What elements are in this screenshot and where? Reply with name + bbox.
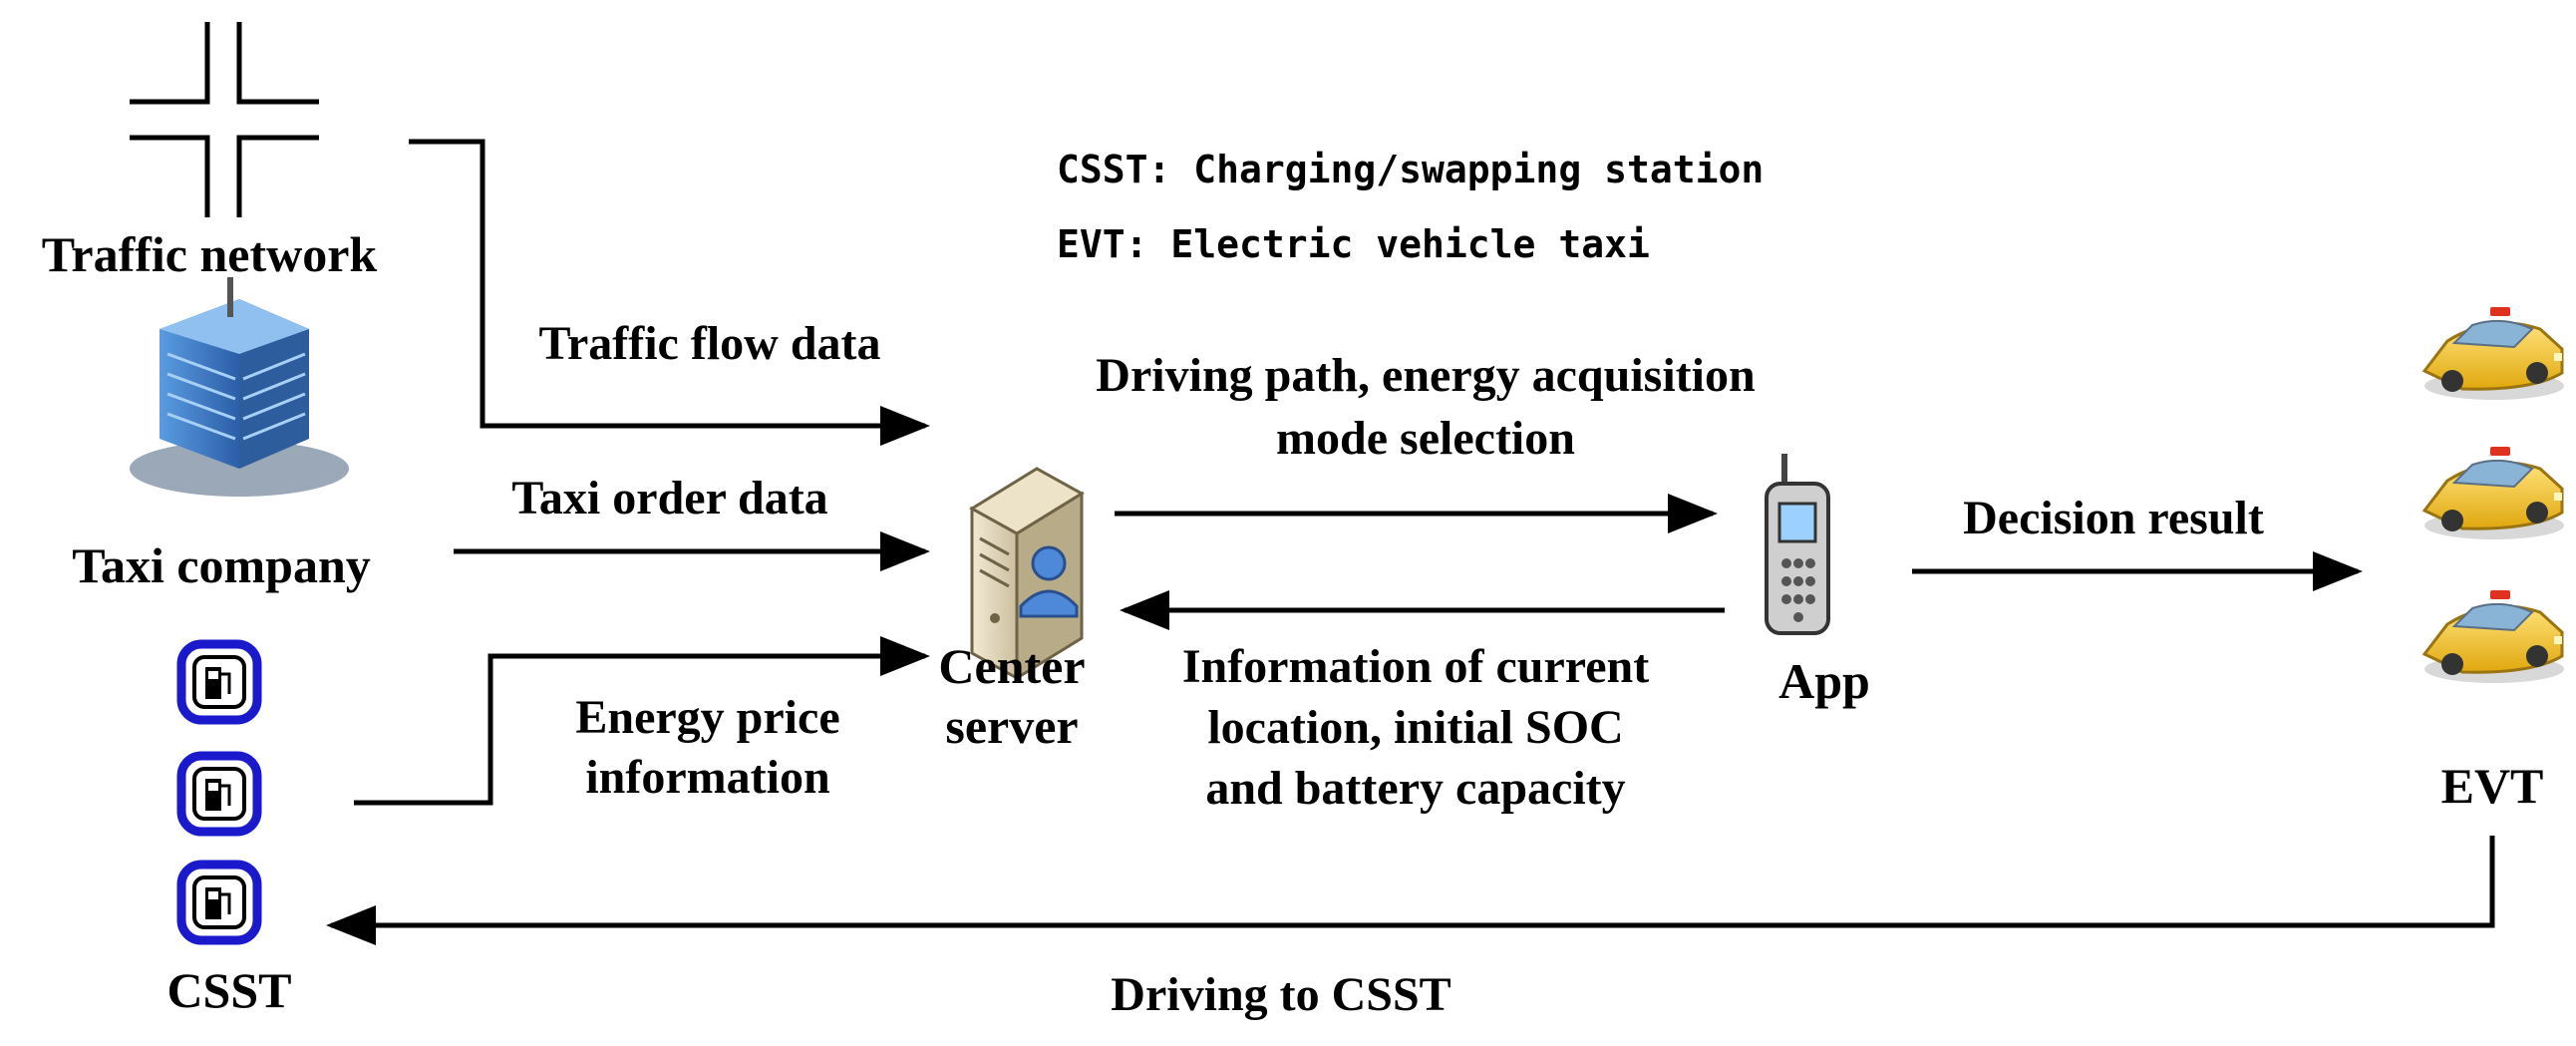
driving-path-label-2: mode selection: [1276, 412, 1575, 465]
legend-csst: CSST: Charging/swapping station: [1057, 148, 1764, 191]
energy-price-label-2: information: [585, 751, 829, 804]
driving-path-label-1: Driving path, energy acquisition: [1096, 349, 1755, 402]
csst-label: CSST: [166, 962, 291, 1018]
app-label: App: [1778, 653, 1870, 709]
fuel-pump-icon: [176, 639, 262, 725]
server-user-icon: [969, 467, 1085, 681]
traffic-flow-label: Traffic flow data: [538, 317, 880, 370]
taxi-car-icon: [2421, 307, 2564, 400]
energy-price-arrow: [354, 636, 930, 806]
decision-result-label: Decision result: [1963, 492, 2264, 544]
road-intersection-icon: [130, 22, 319, 217]
evt-taxi-group: [2421, 307, 2564, 683]
center-server-label-2: server: [945, 698, 1078, 754]
traffic-network-label: Traffic network: [42, 226, 378, 282]
center-server-label-1: Center: [938, 638, 1085, 694]
driving-to-csst-arrow: [326, 836, 2495, 945]
taxi-company-label: Taxi company: [72, 537, 371, 593]
fuel-pump-icon: [176, 751, 262, 837]
info-label-1: Information of current: [1182, 640, 1649, 693]
mobile-phone-icon: [1765, 454, 1830, 635]
fuel-pump-icon: [176, 860, 262, 945]
energy-price-label-1: Energy price: [575, 691, 839, 744]
evt-label: EVT: [2441, 758, 2544, 814]
driving-to-csst-label: Driving to CSST: [1111, 968, 1450, 1021]
taxi-order-label: Taxi order data: [511, 472, 827, 524]
info-label-2: location, initial SOC: [1207, 701, 1623, 754]
taxi-car-icon: [2421, 447, 2564, 539]
info-label-3: and battery capacity: [1205, 762, 1625, 815]
taxi-car-icon: [2421, 590, 2564, 683]
office-building-icon: [130, 277, 349, 497]
csst-station-group: [176, 639, 262, 945]
traffic-flow-arrow: [409, 139, 930, 446]
legend-evt: EVT: Electric vehicle taxi: [1057, 222, 1650, 266]
